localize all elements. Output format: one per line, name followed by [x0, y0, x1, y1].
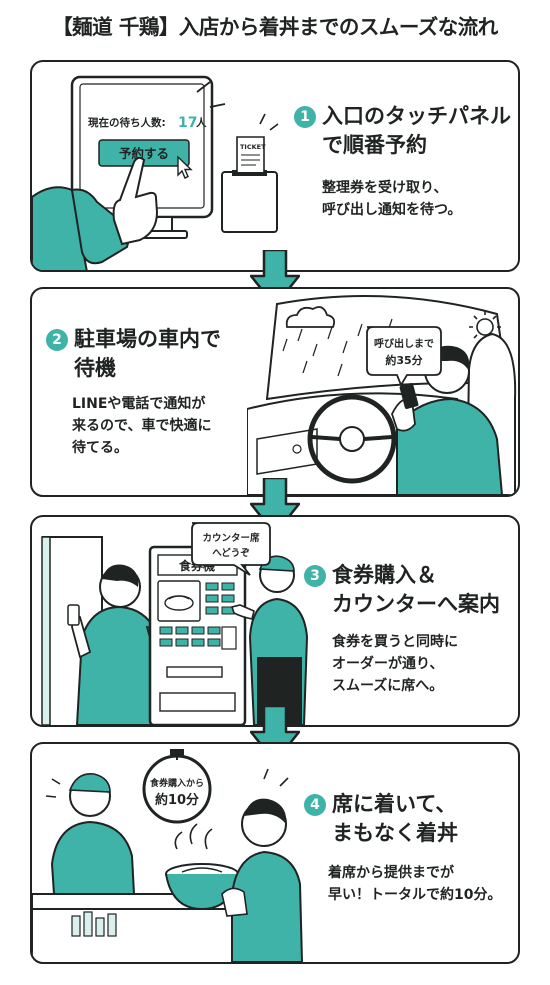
- step-3-panel: 食券機 カウンター席 へどうぞ 3 食券購入＆ カウンターへ案内: [30, 515, 520, 727]
- ticket-label: TICKET: [240, 143, 266, 151]
- step-1-description-line-2: 呼び出し通知を待つ。: [322, 202, 462, 218]
- guide-bubble-line-1: カウンター席: [202, 532, 260, 544]
- step-1-number: 1: [294, 106, 316, 128]
- pointing-hand-icon: [112, 156, 159, 246]
- step-3-heading-line-2: カウンターへ案内: [332, 592, 500, 616]
- step-3-heading: 3 食券購入＆ カウンターへ案内: [304, 561, 500, 619]
- step-2-number: 2: [46, 329, 68, 351]
- step-3-heading-line-1: 食券購入＆: [332, 563, 437, 587]
- wait-count: 17: [178, 115, 197, 131]
- step-1-description-line-1: 整理券を受け取り、: [322, 180, 448, 196]
- touch-panel-illustration: 現在の待ち人数: 17 人 予約する TICKET: [32, 75, 279, 270]
- step-4-number: 4: [304, 794, 326, 816]
- steam-icon: [174, 823, 213, 850]
- page-title: 【麺道 千鶏】入店から着丼までのスムーズな流れ: [52, 15, 498, 39]
- cursor-icon: [177, 155, 193, 179]
- step-3-description-line-3: スムーズに席へ。: [332, 678, 444, 694]
- reserve-button[interactable]: [98, 139, 190, 167]
- steering-wheel: [307, 394, 397, 484]
- step-1-heading: 1 入口のタッチパネル で順番予約: [294, 102, 511, 160]
- seated-customer-person: [231, 850, 304, 962]
- serving-ramen-illustration: 食券購入から 約10分: [32, 749, 304, 962]
- bubble-line-2: 約35分: [385, 353, 422, 367]
- cloud-icon: [285, 306, 336, 328]
- ticket-machine-illustration: 食券機 カウンター席 へどうぞ: [41, 522, 309, 725]
- bubble-line-1: 呼び出しまで: [374, 337, 434, 350]
- step-2-heading-line-2: 待機: [74, 356, 116, 380]
- step-2-heading-line-1: 駐車場の車内で: [74, 327, 221, 351]
- step-1-heading-line-1: 入口のタッチパネル: [322, 104, 511, 128]
- step-4-panel: 食券購入から 約10分 4 席に着いて、 まもなく着丼 着席から提供までが 早い…: [30, 742, 520, 964]
- wait-label: 現在の待ち人数:: [88, 116, 166, 129]
- ramen-bowl-icon: [164, 595, 194, 611]
- step-2-description-line-3: 待てる。: [72, 440, 128, 456]
- guide-bubble-line-2: へどうぞ: [212, 547, 250, 559]
- smartphone-icon: [399, 383, 419, 409]
- timer-line-1: 食券購入から: [149, 777, 204, 789]
- step-2-description-line-1: LINEや電話で通知が: [72, 396, 206, 412]
- car-waiting-illustration: 呼び出しまで 約35分: [247, 295, 517, 495]
- step-4-heading-line-1: 席に着いて、: [332, 792, 457, 816]
- step-4-heading-line-2: まもなく着丼: [332, 821, 458, 845]
- step-2-description: LINEや電話で通知が 来るので、車で快適に 待てる。: [72, 393, 211, 459]
- notification-bubble: [366, 326, 442, 388]
- step-1-description: 整理券を受け取り、 呼び出し通知を待つ。: [322, 177, 461, 221]
- ticket-in-hand-icon: [67, 604, 80, 626]
- timer-line-2: 約10分: [155, 792, 199, 808]
- step-4-heading: 4 席に着いて、 まもなく着丼: [304, 790, 458, 848]
- step-1-heading-line-2: で順番予約: [322, 133, 427, 157]
- step-2-heading: 2 駐車場の車内で 待機: [46, 325, 221, 383]
- stopwatch-icon: [142, 749, 212, 824]
- step-3-description: 食券を買うと同時に オーダーが通り、 スムーズに席へ。: [332, 631, 458, 697]
- reserve-button-label: 予約する: [119, 146, 169, 161]
- step-4-description: 着席から提供までが 早い！トータルで約10分。: [328, 862, 501, 906]
- wait-unit: 人: [196, 116, 207, 129]
- step-4-description-line-1: 着席から提供までが: [328, 865, 454, 881]
- driver-person: [396, 397, 504, 495]
- guide-bubble: [191, 522, 271, 576]
- step-3-description-line-2: オーダーが通り、: [332, 656, 444, 672]
- step-1-panel: 現在の待ち人数: 17 人 予約する TICKET 1 入口のタッチパネル で順…: [30, 60, 520, 272]
- step-3-number: 3: [304, 565, 326, 587]
- step-2-description-line-2: 来るので、車で快適に: [72, 418, 212, 434]
- step-3-description-line-1: 食券を買うと同時に: [332, 634, 458, 650]
- step-2-panel: 2 駐車場の車内で 待機 LINEや電話で通知が 来るので、車で快適に 待てる。: [30, 287, 520, 497]
- chef-person: [50, 820, 136, 895]
- step-4-description-line-2: 早い！トータルで約10分。: [328, 887, 502, 903]
- ticket-machine: [221, 171, 278, 233]
